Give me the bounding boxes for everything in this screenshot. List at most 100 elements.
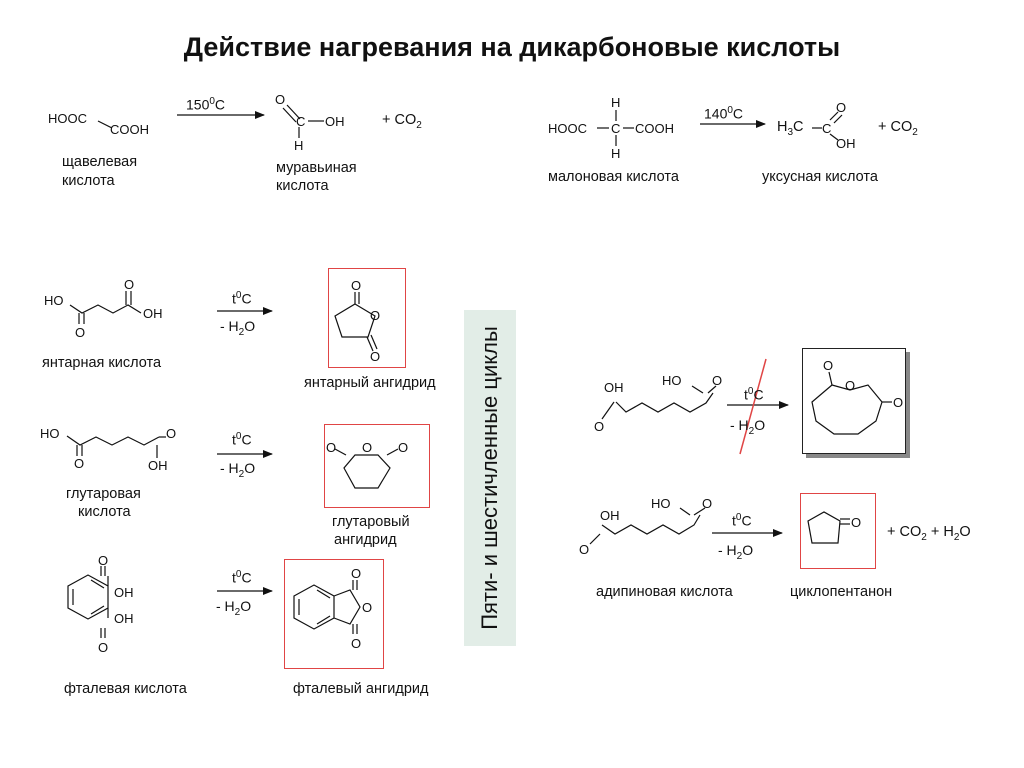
succinic-minus-water: - H2O xyxy=(220,318,256,338)
adipic-byproducts: + CO2 + H2O xyxy=(887,524,971,543)
formic-co-a xyxy=(282,107,297,123)
oxalic-cooh: COOH xyxy=(110,122,149,137)
five-six-ring-banner: Пяти- и шестичленные циклы xyxy=(464,310,516,646)
adipic-name: адипиновая кислота xyxy=(596,584,733,600)
phthalic-anhydride-benzene xyxy=(293,584,335,630)
malonic-h-bottom: H xyxy=(611,146,620,161)
succinic-ho: HO xyxy=(44,293,64,308)
succinic-anhydride-box xyxy=(328,268,406,368)
adipic-anh-o-ring: O xyxy=(845,378,855,393)
acetic-c-oh xyxy=(829,133,839,141)
adipic-upper-o2: O xyxy=(712,373,722,388)
adipic-upper-o1: O xyxy=(594,419,604,434)
glutaric-o2: O xyxy=(166,426,176,441)
phthalic-o1: O xyxy=(98,553,108,568)
adipic-anh-o2: O xyxy=(893,395,903,410)
malonic-hooc: HOOC xyxy=(548,121,587,136)
adipic-lower-ho: HO xyxy=(651,496,671,511)
succinic-anhydride-ring xyxy=(334,303,376,338)
glutaric-anh-o-ring: O xyxy=(362,440,372,455)
glutaric-name-1: глутаровая xyxy=(66,486,141,502)
acetic-c: C xyxy=(822,121,831,136)
acetic-co-a xyxy=(829,111,839,121)
acetic-name: уксусная кислота xyxy=(762,169,878,185)
glutaric-anh-co2 xyxy=(386,448,399,456)
oxalic-co2: + CO2 xyxy=(382,112,422,131)
glutaric-anh-o2: O xyxy=(398,440,408,455)
phthalic-temp: t0C xyxy=(232,569,252,586)
succinic-oh: OH xyxy=(143,306,163,321)
phthalic-anh-db-3 xyxy=(316,615,331,625)
phthalic-anh-o1: O xyxy=(351,566,361,581)
adipic-upper-minus-water: - H2O xyxy=(730,417,766,437)
forbidden-slash xyxy=(739,358,767,455)
malonic-name: малоновая кислота xyxy=(548,169,679,185)
oxalic-bond xyxy=(97,120,113,129)
malonic-co2: + CO2 xyxy=(878,119,918,138)
phthalic-db-2 xyxy=(90,579,105,589)
adipic-upper-oh xyxy=(691,385,704,394)
phthalic-anh-db-2 xyxy=(316,589,331,599)
glutaric-minus-water: - H2O xyxy=(220,460,256,480)
adipic-upper-temp: t0C xyxy=(744,386,764,403)
succinic-anh-co2-b xyxy=(370,334,378,350)
succinic-temp: t0C xyxy=(232,290,252,307)
succinic-anh-o-ring: O xyxy=(370,308,380,323)
succinic-chain xyxy=(69,304,142,314)
succinic-anh-o2: O xyxy=(370,349,380,364)
adipic-upper-oh: OH xyxy=(604,380,624,395)
adipic-lower-temp: t0C xyxy=(732,512,752,529)
succinic-name: янтарная кислота xyxy=(42,355,162,371)
phthalic-anh-o-ring: O xyxy=(362,600,372,615)
oxalic-hooc: HOOC xyxy=(48,111,87,126)
phthalic-oh2: OH xyxy=(114,611,134,626)
acetic-oh: OH xyxy=(836,136,856,151)
adipic-lower-co2 xyxy=(693,507,706,516)
adipic-anh-co1 xyxy=(828,371,833,386)
succinic-o2: O xyxy=(124,277,134,292)
glutaric-chain xyxy=(66,435,160,446)
oxalic-name-1: щавелевая xyxy=(62,154,138,170)
malonic-h-top: H xyxy=(611,95,620,110)
phthalic-anhydride-name: фталевый ангидрид xyxy=(293,681,429,697)
glutaric-anh-o1: O xyxy=(326,440,336,455)
glutaric-anhydride-name-1: глутаровый xyxy=(332,514,410,530)
acetic-h3c: H3C xyxy=(777,119,804,138)
phthalic-anhydride-box xyxy=(284,559,384,669)
phthalic-o2: O xyxy=(98,640,108,655)
glutaric-anh-co1 xyxy=(334,448,347,456)
adipic-upper-co1 xyxy=(601,401,615,420)
phthalic-minus-water: - H2O xyxy=(216,598,252,618)
phthalic-db-3 xyxy=(90,605,105,615)
adipic-lower-oh xyxy=(679,507,691,516)
adipic-upper-chain xyxy=(615,392,714,413)
page-title: Действие нагревания на дикарбоновые кисл… xyxy=(183,32,841,62)
formic-name-1: муравьиная xyxy=(276,160,357,176)
adipic-anh-o1: O xyxy=(823,358,833,373)
succinic-o1: O xyxy=(75,325,85,340)
malonic-c: C xyxy=(611,121,620,136)
formic-h: H xyxy=(294,138,303,153)
adipic-lower-o2: O xyxy=(702,496,712,511)
malonic-temp: 1400C xyxy=(704,105,744,122)
cyclopentanone-ring xyxy=(807,511,841,544)
glutaric-anhydride-ring xyxy=(343,454,391,489)
glutaric-name-2: кислота xyxy=(78,504,131,520)
adipic-lower-minus-water: - H2O xyxy=(718,542,754,562)
phthalic-anhydride-ring xyxy=(333,589,361,625)
formic-oh: OH xyxy=(325,114,345,129)
succinic-anh-o1: O xyxy=(351,278,361,293)
succinic-anhydride-name: янтарный ангидрид xyxy=(304,375,436,391)
formic-co-b xyxy=(286,104,301,120)
succinic-anh-co2-a xyxy=(366,336,374,352)
formic-name-2: кислота xyxy=(276,178,329,194)
oxalic-temp: 1500C xyxy=(186,96,226,113)
glutaric-anhydride-box xyxy=(324,424,430,508)
adipic-lower-co1 xyxy=(589,533,601,545)
adipic-lower-o1: O xyxy=(579,542,589,557)
phthalic-anh-o2: O xyxy=(351,636,361,651)
phthalic-oh1: OH xyxy=(114,585,134,600)
glutaric-ho: HO xyxy=(40,426,60,441)
acetic-co-b xyxy=(833,114,843,124)
